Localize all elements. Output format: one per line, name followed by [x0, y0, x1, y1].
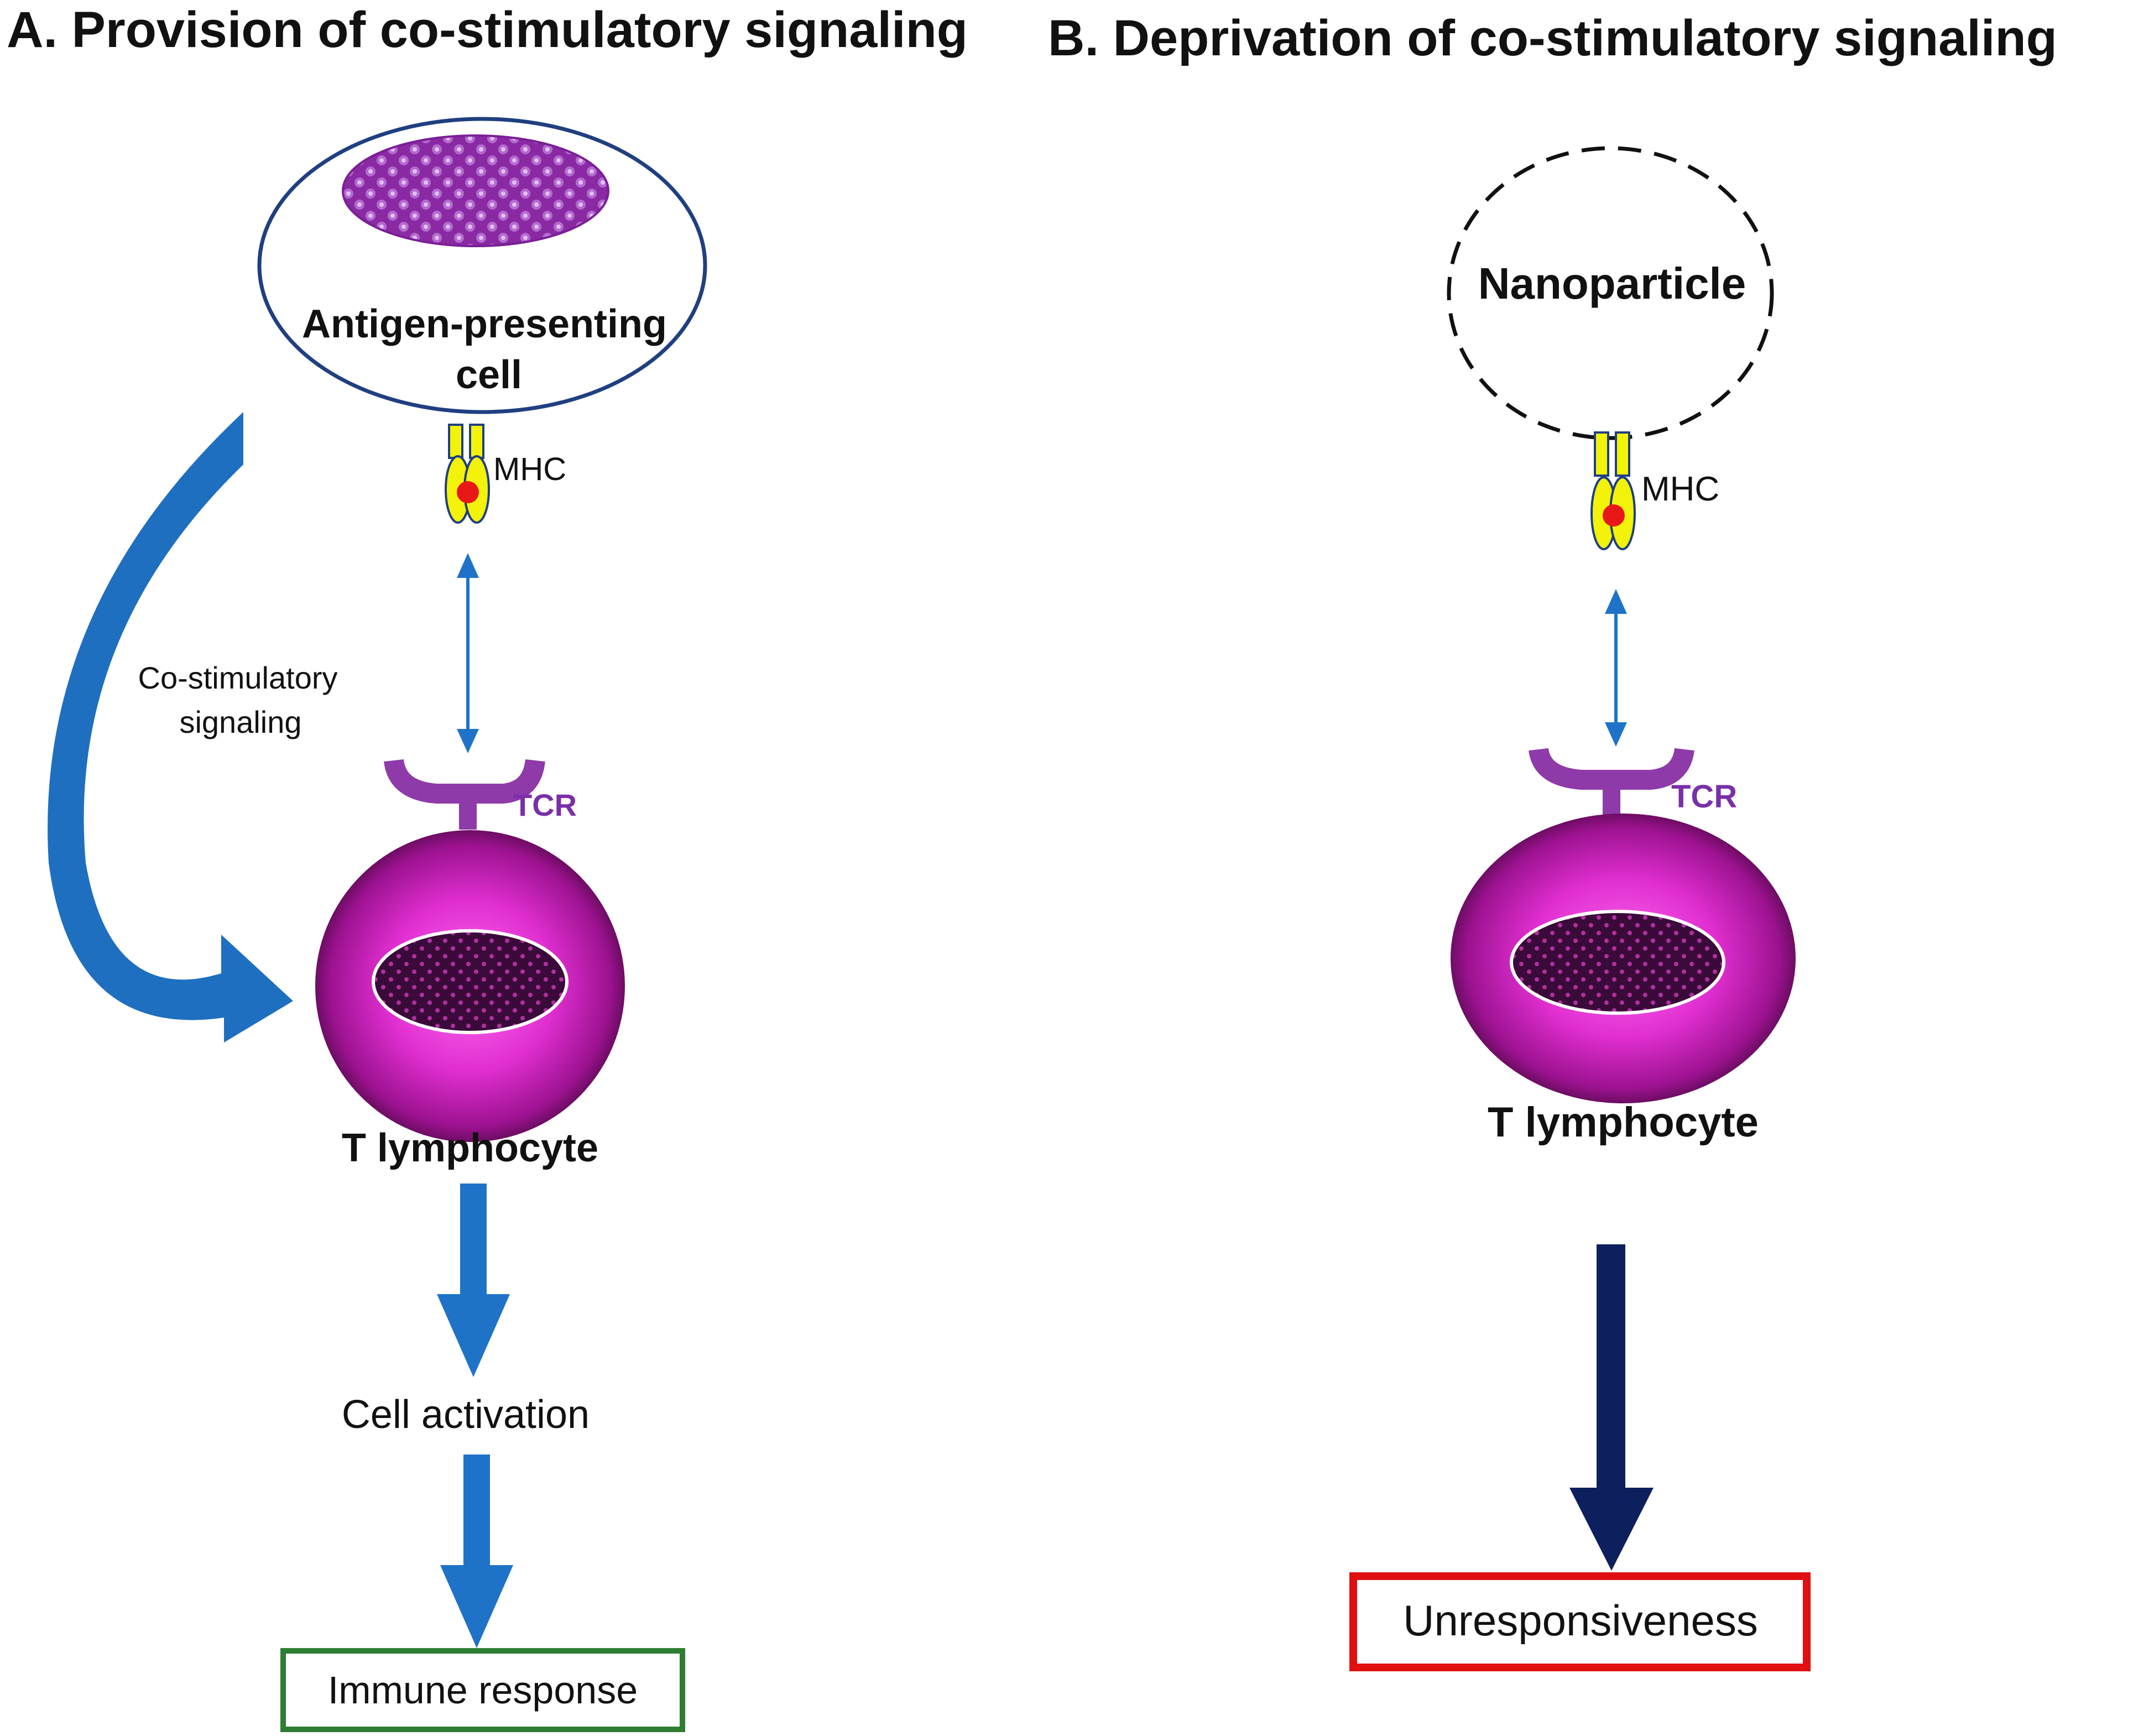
interaction-arrow-b	[1605, 589, 1627, 747]
cell-activation-label: Cell activation	[342, 1393, 590, 1437]
mhc-molecule-b: MHC	[1590, 431, 1719, 550]
activation-arrow-shaft	[460, 1184, 487, 1311]
t-cell-b-nucleus	[1510, 910, 1725, 1015]
immune-response-frame	[280, 1648, 685, 1732]
antigen-presenting-cell: Antigen-presenting cell	[257, 117, 707, 414]
unresponsiveness-box: Unresponsiveness	[1349, 1572, 1811, 1671]
t-lymphocyte-b: T lymphocyte	[1451, 814, 1796, 1146]
tcr-a-cup	[384, 759, 545, 804]
unresponsiveness-frame	[1349, 1572, 1811, 1671]
unresponsiveness-arrow-head	[1569, 1488, 1654, 1571]
activation-arrow	[437, 1184, 510, 1377]
panel-a: A. Provision of co-stimulatory signaling…	[7, 2, 968, 1732]
mhc-molecule-a: MHC	[445, 424, 566, 524]
response-arrow	[440, 1455, 513, 1648]
panel-a-title: A. Provision of co-stimulatory signaling	[7, 2, 968, 58]
tcr-a-label: TCR	[513, 788, 577, 822]
nanoparticle-outline	[1447, 146, 1774, 440]
interaction-arrow-a	[457, 553, 479, 753]
unresponsiveness-arrow-shaft	[1597, 1244, 1625, 1504]
costim-label-line1: Co-stimulatory	[138, 660, 338, 695]
apc-label-line1: Antigen-presenting	[302, 302, 667, 346]
t-cell-a-nucleus	[372, 929, 569, 1034]
tcr-b-cup	[1529, 747, 1694, 790]
antigen-peptide-a	[457, 481, 479, 503]
panel-b: B. Deprivation of co-stimulatory signali…	[1048, 10, 2057, 1671]
mhc-a-stalk-left	[448, 424, 463, 459]
mhc-b-label: MHC	[1641, 470, 1719, 508]
interaction-arrow-b-head-up	[1605, 589, 1627, 614]
apc-label-line2: cell	[456, 353, 522, 397]
apc-nucleus	[342, 134, 609, 247]
t-cell-b-label: T lymphocyte	[1488, 1099, 1759, 1146]
nanoparticle-label: Nanoparticle	[1478, 259, 1746, 308]
activation-arrow-head	[437, 1294, 510, 1377]
interaction-arrow-a-head-up	[457, 553, 479, 578]
unresponsiveness-label: Unresponsiveness	[1403, 1596, 1758, 1645]
t-cell-a-label: T lymphocyte	[342, 1126, 598, 1170]
response-arrow-head	[440, 1565, 513, 1648]
response-arrow-shaft	[463, 1455, 490, 1582]
mhc-b-stalk-left	[1594, 431, 1609, 477]
tcr-receptor-b: TCR	[1529, 747, 1737, 819]
interaction-arrow-a-head-down	[457, 729, 479, 753]
costimulatory-arrow: Co-stimulatory signaling	[48, 412, 337, 1042]
immune-response-box: Immune response	[280, 1648, 685, 1732]
mhc-b-stalk-right	[1615, 431, 1630, 477]
immune-response-label: Immune response	[328, 1669, 638, 1712]
costimulatory-arrow-body	[48, 412, 293, 1042]
mhc-a-stalk-right	[469, 424, 484, 459]
tcr-receptor-a: TCR	[384, 759, 577, 830]
t-lymphocyte-a: T lymphocyte	[315, 830, 625, 1170]
tcr-b-label: TCR	[1671, 779, 1737, 815]
unresponsiveness-arrow	[1569, 1244, 1654, 1571]
tcr-b-stem	[1603, 777, 1620, 819]
mhc-a-label: MHC	[493, 451, 566, 487]
antigen-peptide-b	[1603, 504, 1625, 526]
tcr-a-stem	[459, 791, 477, 830]
panel-b-title: B. Deprivation of co-stimulatory signali…	[1048, 10, 2057, 66]
interaction-arrow-b-head-down	[1605, 722, 1627, 747]
costim-label-line2: signaling	[179, 705, 301, 739]
nanoparticle: Nanoparticle	[1447, 146, 1774, 440]
